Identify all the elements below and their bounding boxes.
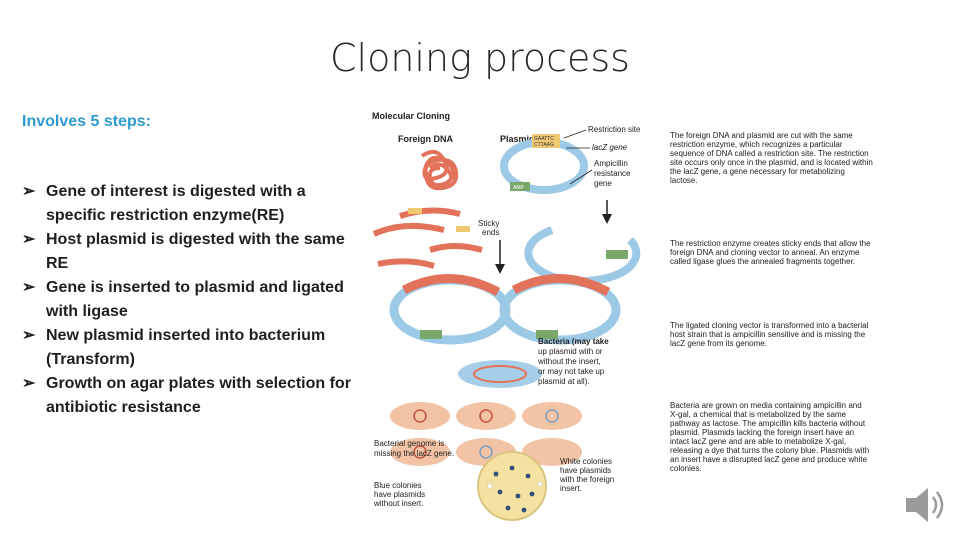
pointer-line	[563, 129, 587, 139]
step-description-1: The foreign DNA and plasmid are cut with…	[670, 131, 873, 185]
svg-text:sequence of DNA called a restr: sequence of DNA called a restriction sit…	[670, 149, 869, 158]
pointer-line	[569, 169, 593, 185]
svg-text:The ligated cloning vector is: The ligated cloning vector is transforme…	[670, 321, 869, 330]
svg-text:with the foreign: with the foreign	[559, 475, 614, 484]
bacteria-row	[390, 402, 582, 466]
step-description-2: The restriction enzyme creates sticky en…	[670, 239, 871, 266]
svg-text:CTTAAG: CTTAAG	[534, 142, 554, 148]
svg-text:The foreign DNA and plasmid ar: The foreign DNA and plasmid are cut with…	[670, 131, 853, 140]
step-item: ➢Host plasmid is digested with the same …	[22, 228, 352, 276]
arrow-bullet-icon: ➢	[22, 279, 36, 296]
svg-text:lacZ gene from its genome.: lacZ gene from its genome.	[670, 339, 767, 348]
sticky-ends-label: Sticky	[478, 219, 499, 228]
slide-title: Cloning process	[330, 36, 630, 80]
svg-text:intact lacZ gene and are able: intact lacZ gene and are able to metabol…	[670, 437, 846, 446]
svg-text:gene: gene	[594, 179, 612, 188]
lacz-gene-label: lacZ gene	[592, 143, 628, 152]
step-item: ➢Gene is inserted to plasmid and ligated…	[22, 276, 352, 324]
svg-text:have plasmids: have plasmids	[560, 466, 611, 475]
svg-text:ends: ends	[482, 228, 499, 237]
svg-text:without insert.: without insert.	[373, 499, 423, 508]
arrow-head-icon	[495, 264, 505, 274]
svg-text:restriction enzyme, which reco: restriction enzyme, which recognizes a p…	[670, 140, 843, 149]
arrow-head-icon	[602, 214, 612, 224]
restriction-site-block	[532, 134, 560, 148]
bacteria-label: Bacteria (may take	[538, 337, 609, 346]
step-item: ➢Gene of interest is digested with a spe…	[22, 180, 352, 228]
intro-text: Involves 5 steps:	[22, 113, 151, 130]
step-item: ➢New plasmid inserted into bacterium (Tr…	[22, 324, 352, 372]
svg-text:Bacteria are grown on media co: Bacteria are grown on media containing a…	[670, 401, 862, 410]
bacterium-cell	[458, 360, 542, 388]
figure-heading: Molecular Cloning	[372, 111, 450, 121]
svg-text:GAATTC: GAATTC	[534, 136, 554, 142]
svg-text:lactose.: lactose.	[670, 176, 698, 185]
svg-text:Ampicillin: Ampicillin	[594, 159, 628, 168]
bacterial-genome-label: Bacterial genome is	[374, 439, 444, 448]
svg-text:AMP: AMP	[513, 185, 525, 191]
svg-text:releasing a dye that turns the: releasing a dye that turns the colony bl…	[670, 446, 869, 455]
step-description-4: Bacteria are grown on media containing a…	[670, 401, 869, 473]
svg-text:pathway as lactose. The ampici: pathway as lactose. The ampicillin kills…	[670, 419, 866, 428]
svg-text:insert.: insert.	[560, 484, 582, 493]
svg-text:missing the lacZ gene.: missing the lacZ gene.	[374, 449, 454, 458]
arrow-bullet-icon: ➢	[22, 231, 36, 248]
restriction-site-label: Restriction site	[588, 125, 641, 134]
svg-text:plasmid. Plasmids lacking the: plasmid. Plasmids lacking the foreign in…	[670, 428, 854, 437]
svg-text:X-gal, a chemical that is meta: X-gal, a chemical that is metabolized by…	[670, 410, 847, 419]
svg-text:or may not take up: or may not take up	[538, 367, 605, 376]
arrow-bullet-icon: ➢	[22, 375, 36, 392]
speaker-icon[interactable]	[900, 480, 950, 530]
svg-text:plasmid at all).: plasmid at all).	[538, 377, 590, 386]
svg-text:an insert have a disrupted lac: an insert have a disrupted lacZ gene and…	[670, 455, 868, 464]
plasmid-label: Plasmid	[500, 134, 535, 144]
agar-plate	[477, 451, 547, 521]
colonies	[487, 465, 543, 513]
svg-text:up plasmid with or: up plasmid with or	[538, 347, 603, 356]
svg-text:The restriction enzyme creates: The restriction enzyme creates sticky en…	[670, 239, 871, 248]
dna-fragments	[372, 207, 483, 269]
foreign-dna-coil	[420, 149, 459, 191]
svg-text:without the insert,: without the insert,	[537, 357, 601, 366]
svg-text:resistance: resistance	[594, 169, 631, 178]
molecular-cloning-figure: Molecular Cloning Foreign DNA Plasmid GA…	[372, 111, 873, 521]
arrow-bullet-icon: ➢	[22, 327, 36, 344]
steps-list: ➢Gene of interest is digested with a spe…	[22, 180, 352, 420]
svg-text:site occurs only once in the p: site occurs only once in the plasmid, an…	[670, 158, 873, 167]
svg-text:foreign DNA and cloning vector: foreign DNA and cloning vector to anneal…	[670, 248, 860, 257]
svg-text:the lacZ gene, a gene necessar: the lacZ gene, a gene necessary for meta…	[670, 167, 845, 176]
svg-text:host strain that is ampicillin: host strain that is ampicillin sensitive…	[670, 330, 866, 339]
amp-block	[510, 182, 530, 191]
arrow-bullet-icon: ➢	[22, 183, 36, 200]
svg-text:colonies.: colonies.	[670, 464, 702, 473]
svg-text:called ligase glues the anneal: called ligase glues the annealed fragmen…	[670, 257, 855, 266]
svg-text:have plasmids: have plasmids	[374, 490, 425, 499]
step-description-3: The ligated cloning vector is transforme…	[670, 321, 869, 348]
blue-colonies-label: Blue colonies	[374, 481, 422, 490]
white-colonies-label: White colonies	[560, 457, 612, 466]
foreign-dna-label: Foreign DNA	[398, 134, 453, 144]
step-item: ➢Growth on agar plates with selection fo…	[22, 372, 352, 420]
